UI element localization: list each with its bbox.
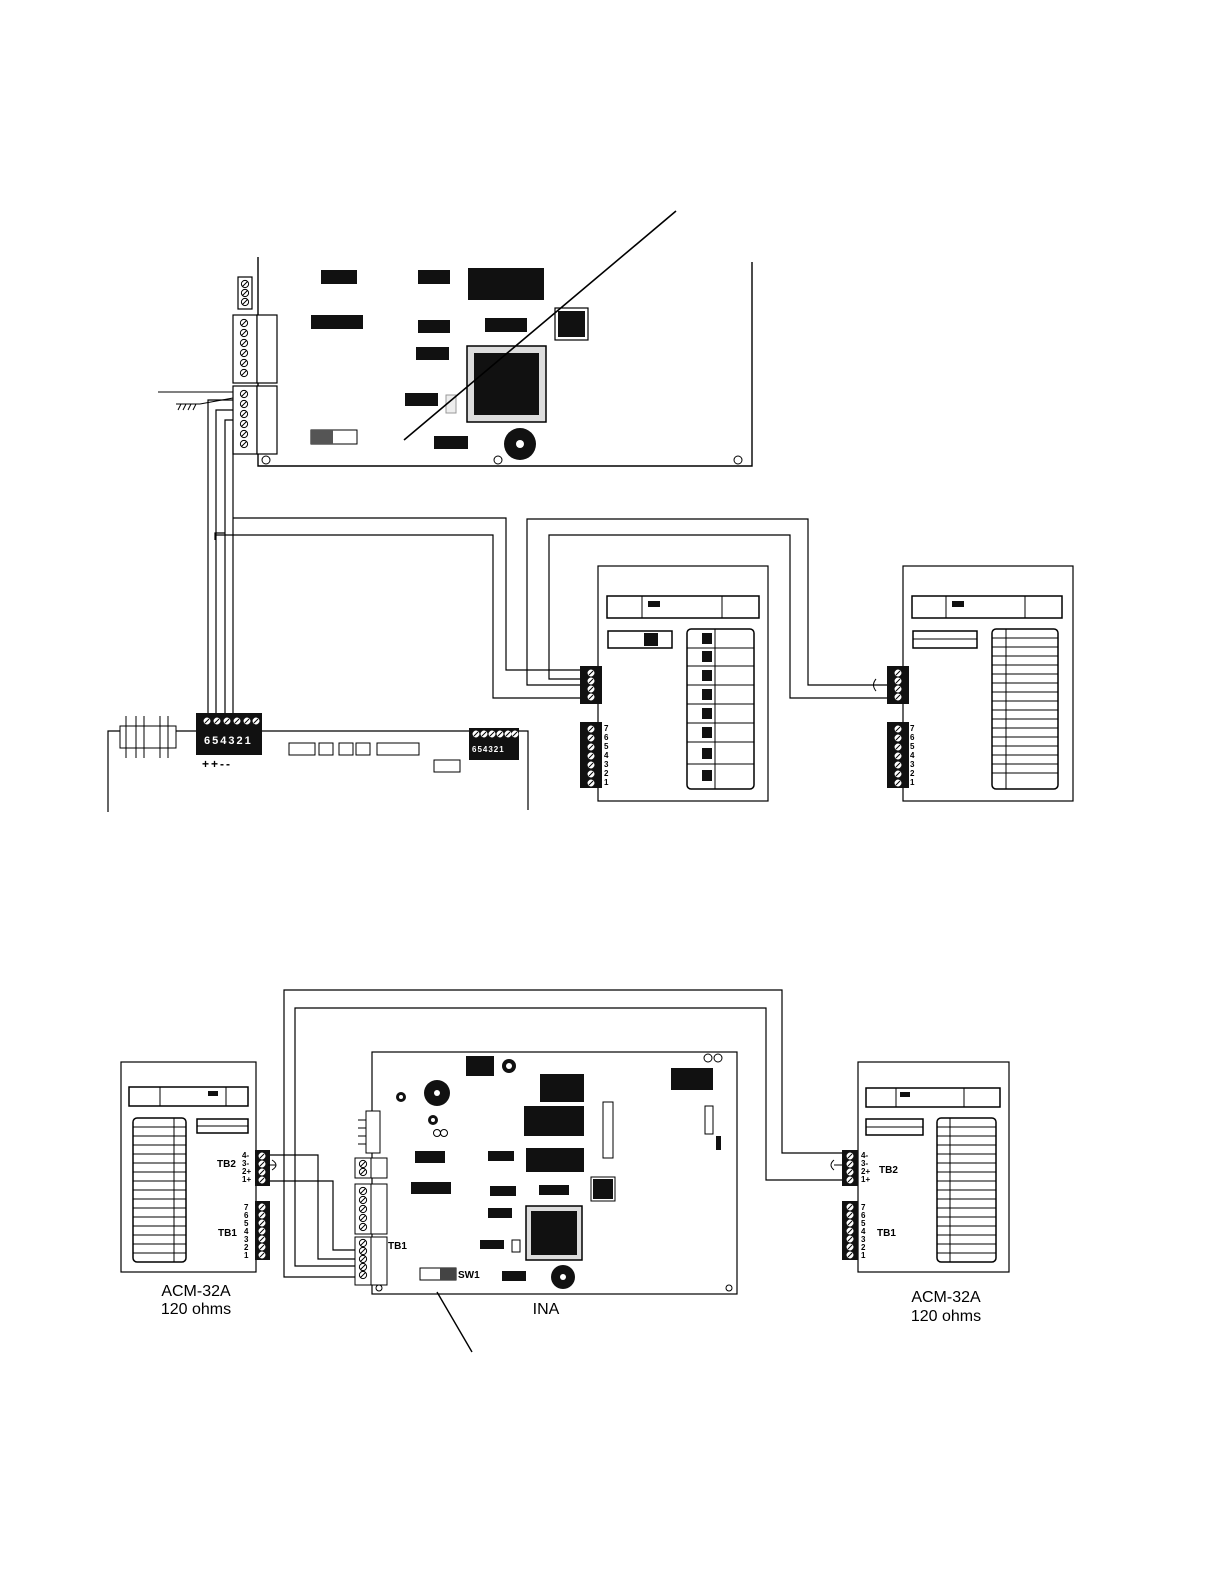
left-module-name: ACM-32A xyxy=(161,1283,231,1300)
fire-panel-lower: 654321 ++-- 654321 xyxy=(108,713,528,812)
left-module-resistance: 120 ohms xyxy=(161,1301,231,1318)
panel-polarity-marks: ++-- xyxy=(202,757,232,771)
tb1-pin-1: 1 xyxy=(861,1251,866,1260)
acm-32a-right: 4- 3- 2+ 1+ TB2 TB1 7 6 5 4 3 2 1 xyxy=(831,1062,1009,1272)
tb1-label: TB1 xyxy=(218,1228,237,1239)
panel-components xyxy=(262,268,742,464)
tb1-pin-4: 4 xyxy=(604,751,609,760)
tb1-pin-2: 2 xyxy=(604,769,609,778)
tb1-pin-5: 5 xyxy=(910,742,915,751)
callout-line-bottom xyxy=(437,1292,472,1352)
tb1-pin-1: 1 xyxy=(910,778,915,787)
annunciator-module-top-1: 7 6 5 4 3 2 1 xyxy=(580,566,768,801)
tb1-label: TB1 xyxy=(877,1228,896,1239)
annunciator-module-top-2: 7 6 5 4 3 2 1 xyxy=(874,566,1074,801)
ina-board: TB1 SW1 xyxy=(355,1052,737,1294)
tb1-pin-5: 5 xyxy=(604,742,609,751)
tb1-pin-7: 7 xyxy=(604,724,609,733)
tb2-pin-1: 1+ xyxy=(861,1175,870,1184)
panel-terminal-numbers-right: 654321 xyxy=(472,745,505,754)
tb2-pin-1: 1+ xyxy=(242,1175,251,1184)
top-wiring xyxy=(208,400,887,713)
tb1-pin-3: 3 xyxy=(910,760,915,769)
tb1-pin-1: 1 xyxy=(604,778,609,787)
panel-terminal-blocks xyxy=(233,277,277,454)
tb2-label: TB2 xyxy=(879,1165,898,1176)
earth-ground-icon xyxy=(158,392,233,410)
tb1-pin-7: 7 xyxy=(910,724,915,733)
tb1-pin-6: 6 xyxy=(910,733,915,742)
sw1-label: SW1 xyxy=(458,1270,480,1281)
tb1-pin-6: 6 xyxy=(604,733,609,742)
right-module-resistance: 120 ohms xyxy=(911,1308,981,1325)
tb1-pin-4: 4 xyxy=(910,751,915,760)
ina-tb1-label: TB1 xyxy=(388,1241,407,1252)
ina-label: INA xyxy=(533,1301,560,1318)
tb2-label: TB2 xyxy=(217,1159,236,1170)
acm-32a-left: 4- 3- 2+ 1+ TB2 TB1 7 6 5 4 3 2 1 xyxy=(121,1062,276,1272)
panel-terminal-numbers: 654321 xyxy=(204,735,253,747)
tb1-pin-2: 2 xyxy=(910,769,915,778)
tb1-pin-3: 3 xyxy=(604,760,609,769)
right-module-name: ACM-32A xyxy=(911,1289,981,1306)
tb1-pin-1: 1 xyxy=(244,1251,249,1260)
